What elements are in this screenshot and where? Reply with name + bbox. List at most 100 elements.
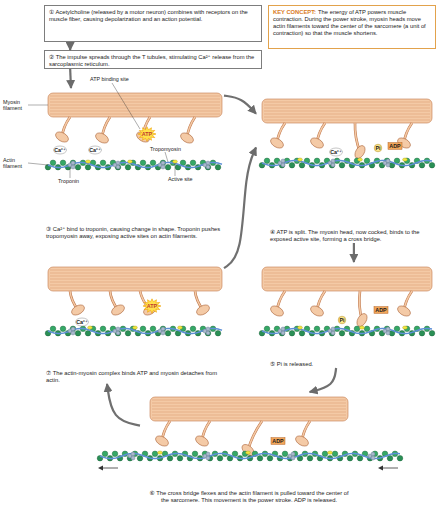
myosin-strand <box>50 288 220 289</box>
molecule-label: Pi <box>339 317 344 323</box>
myosin-strand <box>264 117 430 118</box>
troponin-complex <box>331 159 335 163</box>
actin-bead <box>264 326 270 332</box>
actin-bead <box>192 451 198 457</box>
troponin-complex <box>71 161 75 165</box>
step-panel: ⑤ Pi is released. <box>256 262 434 368</box>
troponin-complex <box>206 456 210 460</box>
active-site <box>403 326 408 329</box>
troponin-complex <box>116 331 120 335</box>
myosin-strand <box>50 270 220 271</box>
actin-bead <box>429 330 435 336</box>
tropomyosin-strand <box>100 453 400 458</box>
actin-bead <box>364 326 370 332</box>
myosin-strand <box>264 276 430 277</box>
troponin-complex <box>331 331 335 335</box>
active-site <box>358 158 363 161</box>
actin-bead <box>289 162 295 168</box>
troponin-complex <box>206 165 210 169</box>
active-site <box>298 326 303 329</box>
actin-bead <box>150 160 156 166</box>
calcium-ion <box>330 148 343 156</box>
troponin-complex <box>161 327 165 331</box>
myosin-strand <box>152 406 346 407</box>
myosin-strand <box>264 270 430 271</box>
troponin-complex <box>386 327 390 331</box>
myosin-filament <box>262 99 432 123</box>
troponin-complex <box>291 456 295 460</box>
actin-bead <box>100 160 106 166</box>
myosin-strand <box>152 400 346 401</box>
molecule-label: ATP <box>147 303 157 309</box>
active-site <box>328 451 333 454</box>
molecule-label: Ca²⁺ <box>330 149 342 155</box>
active-site <box>133 326 138 329</box>
myosin-strand <box>50 102 220 103</box>
myosin-head <box>309 304 325 318</box>
troponin-complex <box>331 163 335 167</box>
step-caption: ③ Ca²⁺ bind to troponin, causing change … <box>46 226 224 240</box>
myosin-strand <box>50 282 220 283</box>
leader-line <box>28 105 48 106</box>
actin-bead <box>354 326 360 332</box>
phosphate-circle <box>338 316 346 324</box>
part-label: Troponin <box>58 178 79 184</box>
part-label: ATP binding site <box>90 76 129 82</box>
active-site <box>178 326 183 329</box>
actin-bead <box>387 455 393 461</box>
motion-arrow <box>381 468 398 469</box>
myosin-strand <box>152 409 346 410</box>
myosin-strand <box>50 99 220 100</box>
calcium-ion <box>89 146 102 154</box>
troponin-complex <box>281 163 285 167</box>
adp-tag <box>271 438 285 445</box>
myosin-head <box>179 131 195 145</box>
myosin-head <box>70 303 86 317</box>
myosin-strand <box>264 108 430 109</box>
active-site <box>298 158 303 161</box>
myosin-strand <box>50 96 220 97</box>
actin-bead <box>289 330 295 336</box>
actin-bead <box>364 158 370 164</box>
step-panel: ④ ATP is split. The myosin head, now coc… <box>256 96 434 243</box>
step-arrow <box>107 384 140 426</box>
step-caption: ① Acetylcholine (released by a motor neu… <box>49 9 257 23</box>
leader-line <box>112 83 140 129</box>
step-arrow <box>69 69 72 88</box>
myosin-strand <box>264 102 430 103</box>
myosin-head <box>294 434 310 448</box>
troponin-complex <box>71 165 75 169</box>
myosin-filament <box>48 93 222 117</box>
step-panel: ③ Ca²⁺ bind to troponin, causing change … <box>44 88 224 240</box>
actin-bead <box>75 330 81 336</box>
troponin-complex <box>116 327 120 331</box>
leader-line <box>175 163 176 176</box>
myosin-head <box>154 434 170 448</box>
troponin-complex <box>281 331 285 335</box>
leader-line <box>70 168 71 178</box>
leader-line <box>165 152 168 162</box>
actin-bead <box>137 455 143 461</box>
actin-bead <box>215 164 221 170</box>
active-site <box>173 160 178 163</box>
part-label: Tropomyosin <box>150 146 181 152</box>
step-arrow <box>69 42 71 50</box>
adp-tag <box>374 307 388 314</box>
myosin-strand <box>50 114 220 115</box>
troponin-complex <box>386 163 390 167</box>
actin-bead <box>75 164 81 170</box>
myosin-head <box>309 136 325 150</box>
myosin-head <box>269 304 285 318</box>
step-arrow <box>310 368 337 392</box>
myosin-strand <box>264 111 430 112</box>
actin-bead <box>267 455 273 461</box>
troponin-complex <box>206 161 210 165</box>
actin-bead <box>140 160 146 166</box>
actin-bead <box>339 330 345 336</box>
troponin-complex <box>131 452 135 456</box>
part-label: Actin filament <box>3 157 27 169</box>
troponin-complex <box>371 452 375 456</box>
troponin-complex <box>281 327 285 331</box>
